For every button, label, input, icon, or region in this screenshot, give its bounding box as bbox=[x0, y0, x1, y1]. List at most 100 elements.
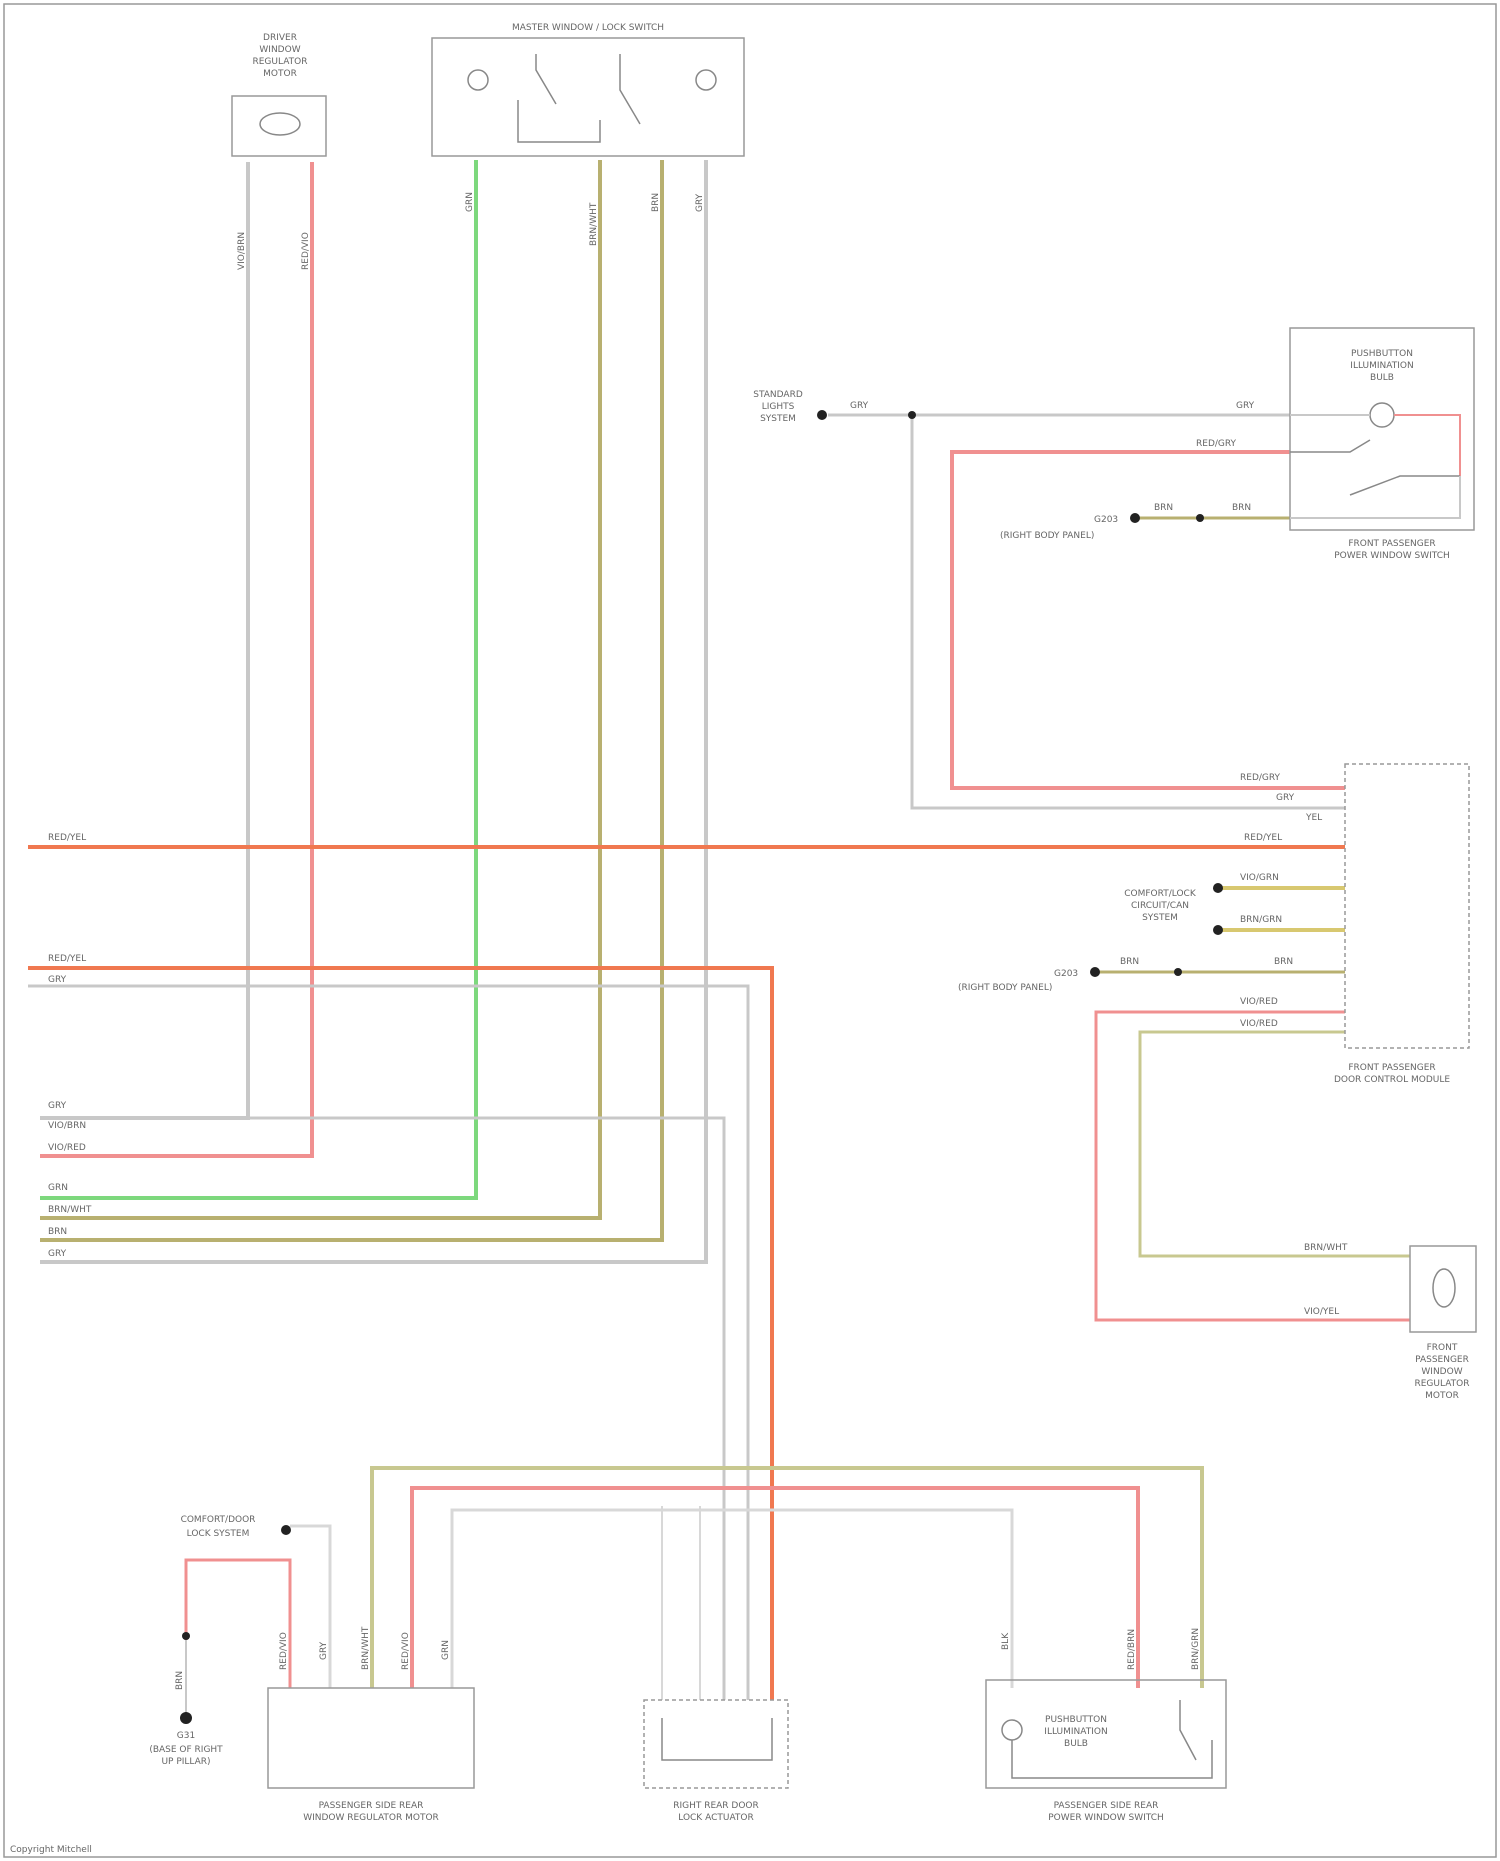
pr-motor-title-1: PASSENGER SIDE REAR bbox=[319, 1801, 424, 1811]
ground-rear-label: G31 bbox=[177, 1731, 195, 1741]
driver-motor-title-3: REGULATOR bbox=[252, 57, 307, 67]
wl-left-6: VIO/RED bbox=[48, 1143, 86, 1153]
wl-left-7: GRN bbox=[48, 1183, 68, 1193]
ground-top-node bbox=[1130, 513, 1140, 523]
wl-driver-right: RED/VIO bbox=[301, 232, 311, 270]
driver-motor-title-4: MOTOR bbox=[263, 69, 297, 79]
wl-rr-1: BLK bbox=[1001, 1632, 1011, 1650]
wl-left-5: VIO/BRN bbox=[48, 1121, 86, 1131]
lights-ref-2: LIGHTS bbox=[762, 402, 795, 412]
wl-rear-2: GRY bbox=[319, 1641, 329, 1660]
rr-lock-title-1: RIGHT REAR DOOR bbox=[673, 1801, 759, 1811]
front-pass-module-box bbox=[1345, 764, 1469, 1048]
wire-module-motor-pink bbox=[1096, 1012, 1410, 1320]
pr-switch-title-2: POWER WINDOW SWITCH bbox=[1048, 1813, 1164, 1823]
front-illum-title-3: BULB bbox=[1370, 373, 1394, 383]
wire-driver-motor-gray bbox=[40, 162, 248, 1118]
rear-illum-title-2: ILLUMINATION bbox=[1044, 1727, 1107, 1737]
lights-node bbox=[817, 410, 827, 420]
wl-master-3: BRN bbox=[651, 193, 661, 212]
wl-lights-top: GRY bbox=[850, 401, 869, 411]
comfort-ref-1: COMFORT/DOOR bbox=[181, 1515, 256, 1525]
wire-rear-gray2 bbox=[290, 1526, 330, 1688]
wire-master-gray bbox=[40, 160, 706, 1262]
wl-master-1: GRN bbox=[465, 192, 475, 212]
wl-master-2: BRN/WHT bbox=[589, 202, 599, 246]
wire-switch-redgry bbox=[952, 452, 1345, 788]
front-switch-wire-2 bbox=[1394, 415, 1460, 476]
footer-copyright: Copyright Mitchell bbox=[10, 1845, 92, 1855]
front-switch-gnd bbox=[1290, 476, 1460, 518]
front-pass-motor-symbol bbox=[1433, 1269, 1455, 1307]
lighting-ref-3: SYSTEM bbox=[1142, 913, 1178, 923]
rear-illum-title-3: BULB bbox=[1064, 1739, 1088, 1749]
fp-motor-title-2: PASSENGER bbox=[1415, 1355, 1469, 1365]
front-illum-bulb bbox=[1370, 403, 1394, 427]
comfort-ref-2: LOCK SYSTEM bbox=[187, 1529, 250, 1539]
rear-illum-title-1: PUSHBUTTON bbox=[1045, 1715, 1107, 1725]
wl-switch-top: GRY bbox=[1236, 401, 1255, 411]
wl-left-4: GRY bbox=[48, 1101, 67, 1111]
master-bulb-left bbox=[468, 70, 488, 90]
front-illum-title-1: PUSHBUTTON bbox=[1351, 349, 1413, 359]
wl-rear-g: BRN bbox=[175, 1671, 185, 1690]
lighting-ref-2: CIRCUIT/CAN bbox=[1131, 901, 1189, 911]
wire-master-green bbox=[40, 160, 476, 1198]
front-illum-title-2: ILLUMINATION bbox=[1350, 361, 1413, 371]
wire-rear-pink bbox=[412, 1488, 1138, 1688]
wl-module-b: GRY bbox=[1276, 793, 1295, 803]
rr-lock-title-2: LOCK ACTUATOR bbox=[678, 1813, 754, 1823]
wl-rear-4: RED/VIO bbox=[401, 1632, 411, 1670]
wl-g-top-1: BRN bbox=[1154, 503, 1173, 513]
fp-motor-title-5: MOTOR bbox=[1425, 1391, 1459, 1401]
driver-motor-title-1: DRIVER bbox=[263, 33, 297, 43]
front-module-title-1: FRONT PASSENGER bbox=[1348, 1063, 1435, 1073]
ground-rear-node-b bbox=[180, 1712, 192, 1724]
driver-motor-box bbox=[232, 96, 326, 156]
rr-lock-inner bbox=[662, 1718, 772, 1760]
fp-motor-title-3: WINDOW bbox=[1421, 1367, 1462, 1377]
fp-motor-title-4: REGULATOR bbox=[1414, 1379, 1469, 1389]
wl-left-10: GRY bbox=[48, 1249, 67, 1259]
rr-lock-box bbox=[644, 1700, 788, 1788]
wl-rear-1: RED/VIO bbox=[279, 1632, 289, 1670]
wl-module-h: BRN bbox=[1274, 957, 1293, 967]
wl-module-g: BRN bbox=[1120, 957, 1139, 967]
wire-master-brnwht bbox=[40, 160, 600, 1218]
wl-left-9: BRN bbox=[48, 1227, 67, 1237]
wl-driver-left: VIO/BRN bbox=[237, 232, 247, 270]
wl-left-2: RED/YEL bbox=[48, 954, 86, 964]
master-switch-title: MASTER WINDOW / LOCK SWITCH bbox=[512, 23, 664, 33]
front-switch-contact bbox=[1290, 440, 1370, 452]
wl-module-e: VIO/GRN bbox=[1240, 873, 1279, 883]
master-bulb-right bbox=[696, 70, 716, 90]
ground-mid-node bbox=[1090, 967, 1100, 977]
pr-motor-title-2: WINDOW REGULATOR MOTOR bbox=[303, 1813, 439, 1823]
ground-top-sub: (RIGHT BODY PANEL) bbox=[1000, 531, 1094, 541]
lights-junction bbox=[908, 411, 916, 419]
lights-ref-1: STANDARD bbox=[753, 390, 803, 400]
pr-switch-title-1: PASSENGER SIDE REAR bbox=[1054, 1801, 1159, 1811]
ground-top-junction bbox=[1196, 514, 1204, 522]
front-switch-contact-2 bbox=[1350, 476, 1460, 495]
wl-module-f: BRN/GRN bbox=[1240, 915, 1282, 925]
lights-ref-3: SYSTEM bbox=[760, 414, 796, 424]
wl-module-d: RED/YEL bbox=[1244, 833, 1282, 843]
ground-rear-sub-1: (BASE OF RIGHT bbox=[149, 1745, 223, 1755]
master-switch-contact-1 bbox=[536, 54, 556, 104]
wl-motor-fp-2: VIO/YEL bbox=[1304, 1307, 1339, 1317]
master-switch-contact-2 bbox=[620, 54, 640, 124]
wire-master-brn bbox=[40, 160, 662, 1240]
ground-mid-junction bbox=[1174, 968, 1182, 976]
ground-mid-label: G203 bbox=[1054, 969, 1078, 979]
wire-driver-motor-pink bbox=[40, 162, 312, 1156]
front-module-title-2: DOOR CONTROL MODULE bbox=[1334, 1075, 1450, 1085]
ground-top-label: G203 bbox=[1094, 515, 1118, 525]
pass-rear-motor-box bbox=[268, 1688, 474, 1788]
ground-rear-node-a bbox=[182, 1632, 190, 1640]
rear-switch-bus bbox=[1012, 1740, 1212, 1778]
master-switch-box bbox=[432, 38, 744, 156]
wire-rear-olive bbox=[372, 1468, 1202, 1688]
comfort-ref-node bbox=[281, 1525, 291, 1535]
